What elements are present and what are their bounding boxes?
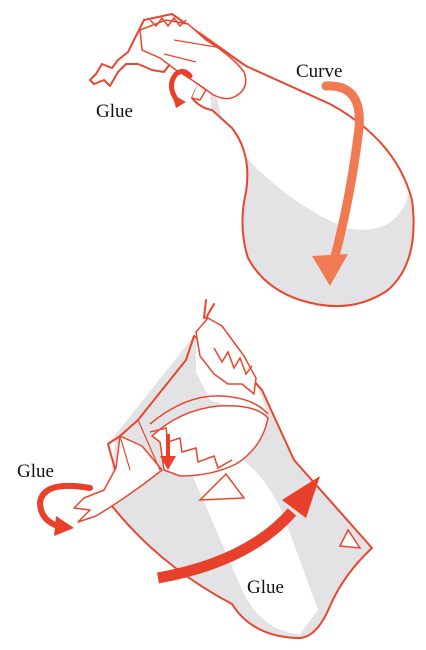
glue-label-left: Glue <box>17 462 54 481</box>
bottom-assembled-piece <box>74 300 372 638</box>
glue-label-top: Glue <box>96 102 133 121</box>
glue-arrow-left <box>40 486 90 536</box>
bottom-piece-spike <box>204 300 214 318</box>
glue-label-bottom: Glue <box>247 578 284 597</box>
top-pattern-piece <box>90 14 414 306</box>
top-piece-head-lobe <box>140 20 246 99</box>
curve-label: Curve <box>296 62 342 81</box>
